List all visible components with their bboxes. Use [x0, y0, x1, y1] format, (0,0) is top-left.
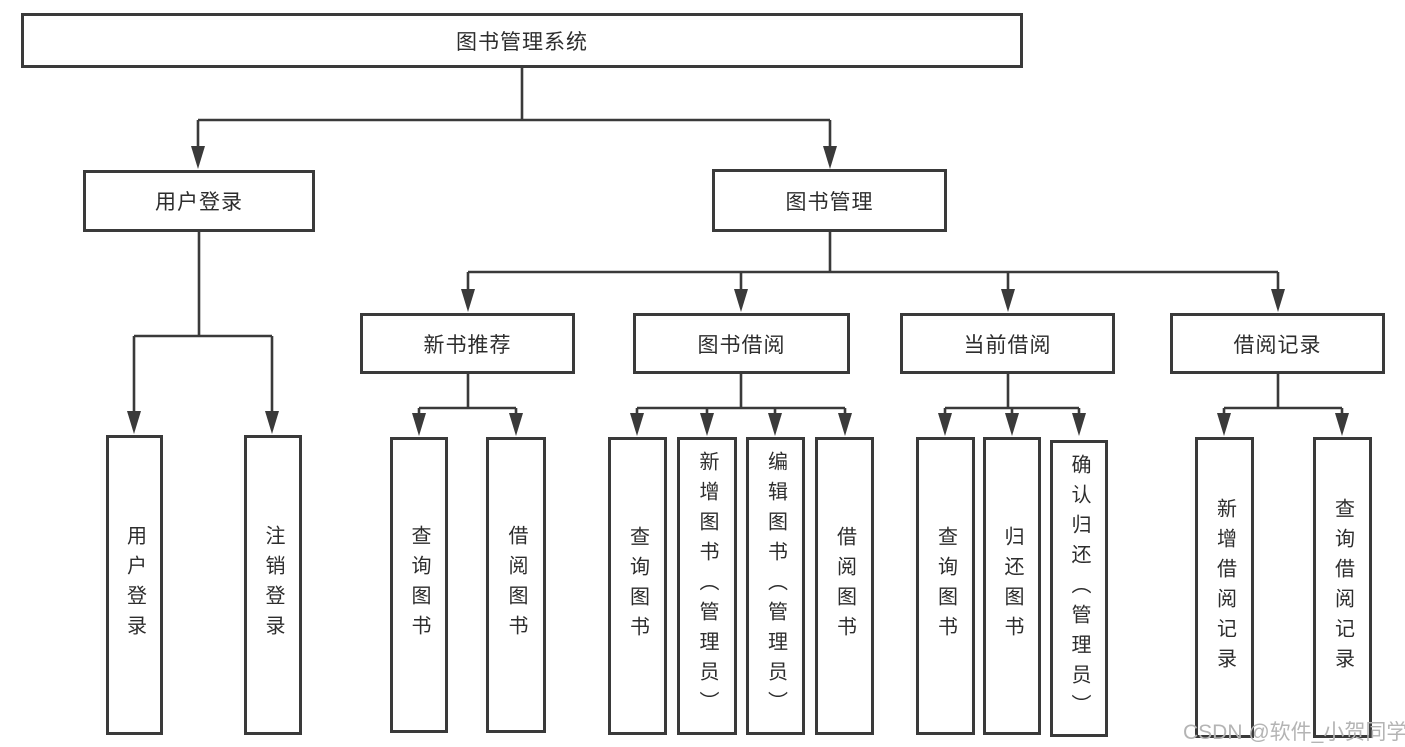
arrowhead [509, 413, 523, 436]
node-label: 查询图书 [408, 525, 430, 645]
arrowhead [700, 413, 714, 436]
arrowhead [1072, 413, 1086, 436]
arrowhead [461, 289, 475, 312]
arrowhead [838, 413, 852, 436]
connector-borrow-record [1222, 374, 1344, 415]
arrowhead [1001, 289, 1015, 312]
leaf-user-login: 用户登录 [106, 435, 163, 735]
node-library-system: 图书管理系统 [21, 13, 1023, 68]
node-label: 注销登录 [262, 525, 284, 645]
node-label: 查询借阅记录 [1331, 497, 1354, 678]
connector-book-management [466, 232, 1280, 291]
arrowhead [1217, 413, 1231, 436]
leaf-query-books-borrow: 查询图书 [608, 437, 667, 735]
leaf-return-books: 归还图书 [983, 437, 1041, 735]
arrowhead [265, 411, 279, 434]
node-label: 查询图书 [626, 526, 649, 646]
node-user-login: 用户登录 [83, 170, 315, 232]
arrowhead [734, 289, 748, 312]
node-label: 归还图书 [1001, 526, 1023, 646]
connector-user-login [132, 232, 274, 413]
arrowhead [938, 413, 952, 436]
arrowhead [1005, 413, 1019, 436]
node-current-borrowing: 当前借阅 [900, 313, 1115, 374]
arrowhead [127, 411, 141, 434]
arrowhead [191, 146, 205, 169]
leaf-query-books-current: 查询图书 [916, 437, 975, 735]
node-label: 借阅图书 [505, 525, 527, 645]
leaf-query-borrow-record: 查询借阅记录 [1313, 437, 1372, 738]
leaf-edit-books-admin: 编辑图书（管理员） [746, 437, 805, 735]
connector-root [196, 68, 832, 148]
node-book-borrowing: 图书借阅 [633, 313, 850, 374]
watermark-text: CSDN @软件_小贺同学 [1183, 721, 1405, 744]
node-label: 用户登录 [123, 525, 146, 645]
arrowhead [630, 413, 644, 436]
leaf-logout-login: 注销登录 [244, 435, 302, 735]
connector-book-borrow [635, 374, 847, 415]
connector-new-book [417, 374, 518, 415]
arrowhead [1271, 289, 1285, 312]
node-label: 查询图书 [934, 526, 957, 646]
node-book-management: 图书管理 [712, 169, 947, 232]
node-label: 新增借阅记录 [1213, 497, 1236, 678]
arrowhead [768, 413, 782, 436]
leaf-query-books-newbook: 查询图书 [390, 437, 448, 733]
arrowhead [1335, 413, 1349, 436]
node-label: 借阅图书 [833, 526, 856, 646]
node-label: 确认归还（管理员） [1068, 453, 1090, 724]
leaf-add-books-admin: 新增图书（管理员） [677, 437, 737, 735]
leaf-add-borrow-record: 新增借阅记录 [1195, 437, 1254, 738]
node-label: 编辑图书（管理员） [764, 451, 787, 721]
arrowhead [823, 146, 837, 169]
leaf-confirm-return-admin: 确认归还（管理员） [1050, 440, 1108, 737]
leaf-borrow-books-newbook: 借阅图书 [486, 437, 546, 733]
connector-current-borrow [943, 374, 1081, 415]
node-borrowing-records: 借阅记录 [1170, 313, 1385, 374]
node-new-book-recommendation: 新书推荐 [360, 313, 575, 374]
leaf-borrow-books: 借阅图书 [815, 437, 874, 735]
node-label: 新增图书（管理员） [696, 451, 718, 721]
arrowhead [412, 413, 426, 436]
